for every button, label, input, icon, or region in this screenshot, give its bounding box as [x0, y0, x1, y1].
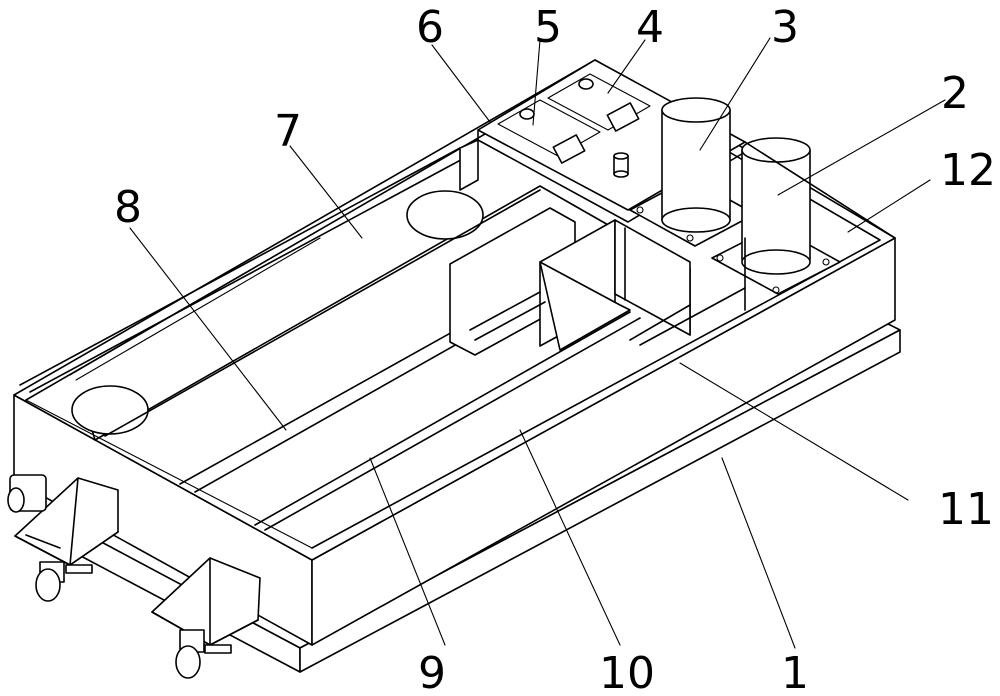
panel-5 — [497, 99, 601, 157]
compartment-11 — [614, 219, 746, 346]
wheel-icon — [35, 561, 93, 602]
round-lid-icon — [71, 385, 149, 435]
callout-11: 11 — [938, 484, 994, 535]
sensor-cylinder — [613, 152, 629, 178]
switch-5 — [552, 134, 586, 164]
callout-7: 7 — [274, 106, 302, 157]
callout-2: 2 — [941, 68, 969, 119]
callout-5: 5 — [534, 2, 562, 53]
wheel-icon — [175, 629, 232, 679]
switch-4 — [606, 102, 640, 132]
cylinder-tank-3 — [629, 97, 756, 247]
separator-plates — [254, 207, 641, 531]
knob-icon — [578, 78, 594, 90]
round-lid-icon — [406, 190, 484, 240]
panel-4 — [547, 73, 651, 131]
channel-7 — [19, 139, 611, 441]
leader-lines — [129, 37, 946, 649]
callout-4: 4 — [636, 2, 664, 53]
callout-6: 6 — [416, 2, 444, 53]
funnel-left — [14, 477, 119, 566]
knob-icon — [519, 108, 535, 120]
outlet-pipe — [7, 474, 47, 513]
callout-8: 8 — [114, 182, 142, 233]
cylinder-tank-2 — [711, 137, 841, 295]
callout-3: 3 — [771, 2, 799, 53]
callout-1: 1 — [781, 648, 809, 696]
callout-10: 10 — [599, 648, 655, 696]
callout-9: 9 — [418, 648, 446, 696]
callout-12: 12 — [940, 145, 996, 196]
callout-numbers: 1 2 3 4 5 6 7 8 9 10 11 12 — [114, 2, 996, 696]
